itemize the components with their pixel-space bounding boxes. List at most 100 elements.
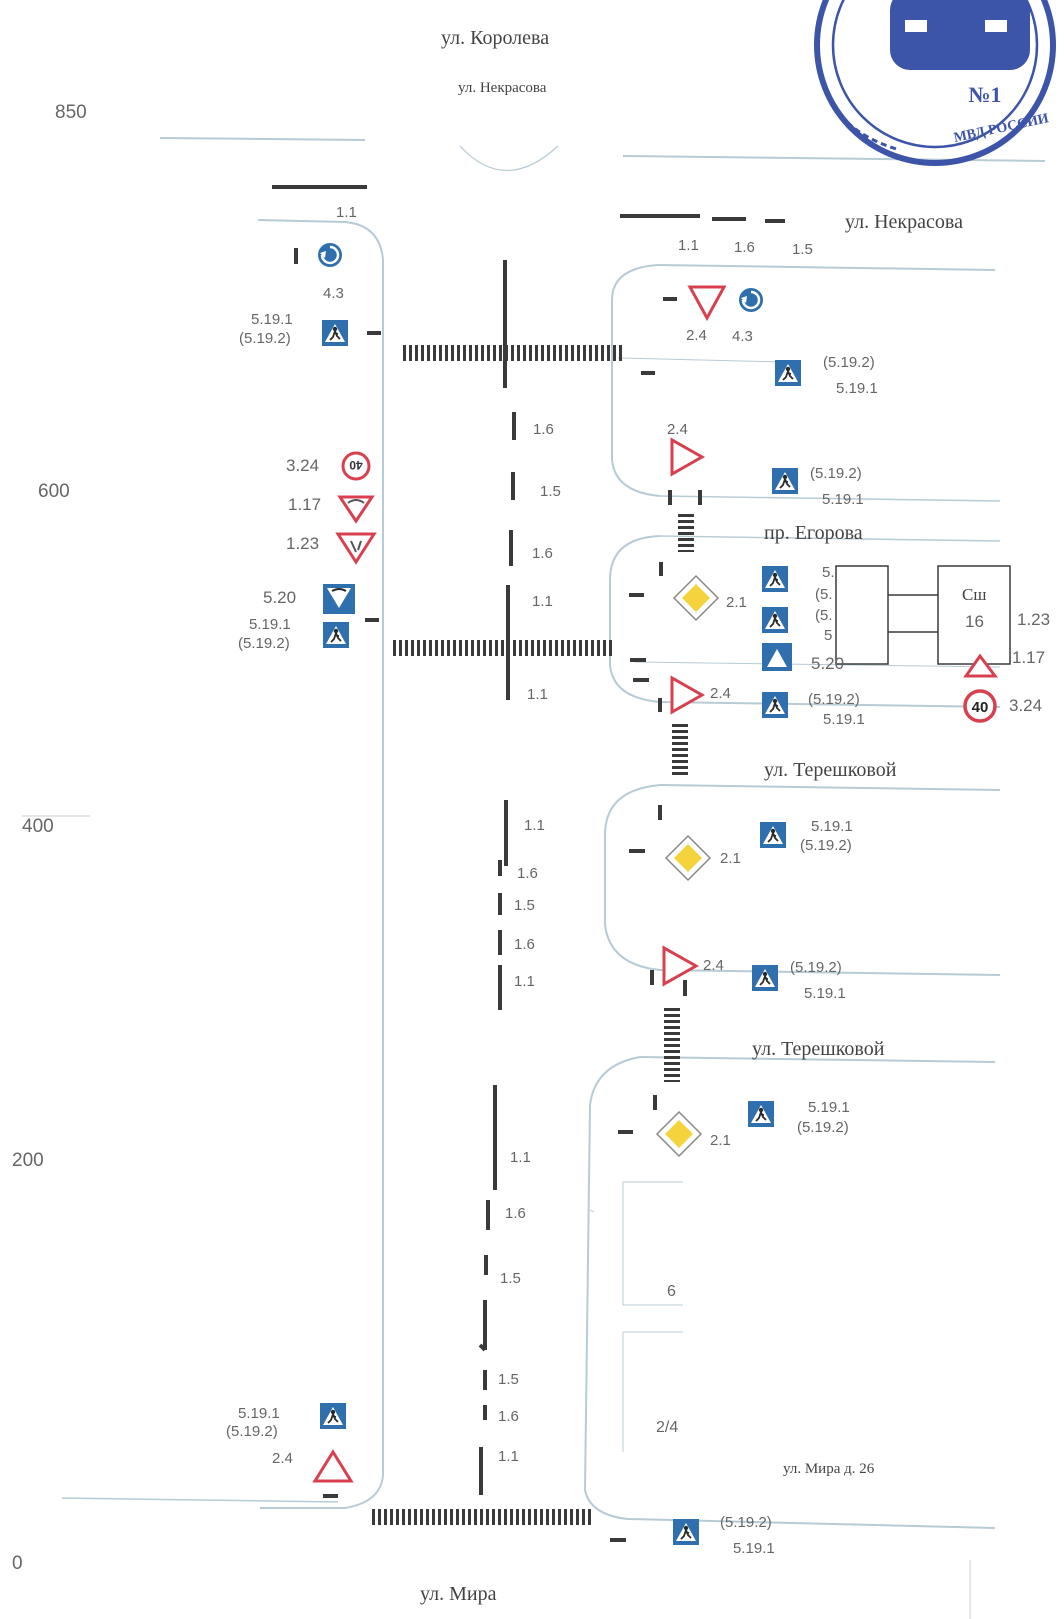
sign-label: (5.19.2) [790, 959, 842, 976]
chainage-600: 600 [38, 481, 70, 502]
marking-label: 1.5 [498, 1371, 519, 1388]
chainage-400: 400 [22, 816, 54, 837]
school-building [835, 565, 1011, 665]
pedestrian-crossing-sign-icon-11 [747, 1100, 775, 1128]
yield-sign-icon [312, 1449, 354, 1483]
marking-label: 1.5 [540, 483, 561, 500]
building-2-4: 2/4 [656, 1419, 679, 1436]
pedestrian-crossing-sign-icon-5 [771, 467, 799, 495]
sign-label: 2.4 [272, 1450, 293, 1467]
sign-label: 5 [824, 627, 833, 644]
give-way-sign-icon [687, 285, 727, 322]
speed-limit-value: 40 [972, 699, 989, 716]
marking-label: 1.1 [336, 204, 357, 221]
sign-label: 5.19.1 [822, 491, 864, 508]
children-sign-icon [335, 532, 377, 565]
yield-right-sign-icon [670, 437, 706, 477]
artificial-bump-sign-icon-2 [762, 643, 792, 671]
pedestrian-crossing-sign-icon-2 [322, 621, 350, 649]
police-stamp: №1 МВД РОССИИ [814, 0, 1056, 166]
sign-label: 3.24 [286, 456, 320, 475]
roundabout-sign-icon-2 [737, 286, 765, 314]
sign-label: 5.19.1 [238, 1405, 280, 1422]
sign-label: (5.19.2) [226, 1423, 278, 1440]
main-road-sign-icon-2 [665, 835, 711, 881]
street-name-koroleva: ул. Королева [441, 27, 550, 49]
sign-label: 1.17 [1012, 648, 1046, 667]
speed-limit-end-sign-icon: 40 [341, 451, 371, 481]
road-curbs [61, 137, 1046, 1529]
street-name-tereshkovoy-1: ул. Терешковой [764, 759, 897, 781]
sign-label: 4.3 [323, 285, 344, 302]
chainage-0: 0 [12, 1553, 23, 1574]
sign-label: (5.19.2) [720, 1514, 772, 1531]
speed-limit-sign-icon: 40 [963, 689, 997, 723]
marking-label: 1.6 [532, 545, 553, 562]
sign-label: 5.19.1 [804, 985, 846, 1002]
sign-label: (5.19.2) [238, 635, 290, 652]
pedestrian-crossing-sign-icon-4 [774, 359, 802, 387]
sign-label: 5.19.1 [733, 1540, 775, 1557]
sign-label: (5.19.2) [808, 691, 860, 708]
street-name-nekrasova-right: ул. Некрасова [845, 211, 963, 233]
sign-label: 2.4 [710, 685, 731, 702]
marking-label: 1.6 [517, 865, 538, 882]
street-name-egorova: пр. Егорова [764, 522, 863, 544]
chainage-200: 200 [12, 1150, 44, 1171]
sign-label: 5.20 [263, 588, 297, 607]
sign-label: 2.4 [686, 327, 707, 344]
map-specks [22, 815, 971, 1619]
marking-label: 1.6 [514, 936, 535, 953]
sign-label: 2.1 [726, 594, 747, 611]
sign-label: 1.17 [288, 495, 322, 514]
sign-label: (5.19.2) [810, 465, 862, 482]
street-name-mira: ул. Мира [420, 1583, 497, 1605]
pedestrian-crossing-sign-icon-10 [751, 964, 779, 992]
speed-bump-sign-icon [337, 495, 375, 524]
building-6: 6 [667, 1283, 676, 1300]
sign-label: 5.19.1 [811, 818, 853, 835]
sign-label: (5.19.2) [800, 837, 852, 854]
sign-label: 1.23 [1017, 610, 1051, 629]
sign-label: (5. [815, 586, 833, 603]
marking-label: 1.1 [498, 1448, 519, 1465]
pedestrian-crossing-sign-icon-12 [672, 1518, 700, 1546]
marking-label: 1.1 [514, 973, 535, 990]
roundabout-sign-icon [316, 241, 344, 269]
sign-label: 4.3 [732, 328, 753, 345]
pedestrian-crossing-sign-icon-6 [761, 565, 789, 593]
sign-label: 2.1 [720, 850, 741, 867]
sign-label: (5.19.2) [239, 330, 291, 347]
sign-label: 2.4 [667, 421, 688, 438]
sign-label: (5.19.2) [797, 1119, 849, 1136]
artificial-bump-sign-icon [323, 584, 355, 614]
sign-label: 5.19.1 [808, 1099, 850, 1116]
sign-label: 3.24 [1009, 696, 1043, 715]
pedestrian-crossing-sign-icon-7 [761, 606, 789, 634]
sign-label: 5. [822, 564, 835, 581]
sign-label: 5.19.1 [823, 711, 865, 728]
children-sign-icon-2 [963, 653, 998, 678]
house-label-mira-26: ул. Мира д. 26 [783, 1461, 875, 1477]
marking-label: 1.1 [510, 1149, 531, 1166]
sign-label: 5.20 [811, 654, 845, 673]
pedestrian-crossing-sign-icon-8 [761, 691, 789, 719]
marking-label: 1.5 [500, 1270, 521, 1287]
sign-label: (5.19.2) [823, 354, 875, 371]
street-name-nekrasova: ул. Некрасова [458, 80, 547, 96]
sign-label: (5. [815, 607, 833, 624]
marking-label: 1.6 [734, 239, 755, 256]
chainage-850: 850 [55, 102, 87, 123]
marking-label: 1.6 [533, 421, 554, 438]
sign-label: 5.19.1 [251, 311, 293, 328]
marking-label: 1.5 [514, 897, 535, 914]
sign-label: 5.19.1 [249, 616, 291, 633]
marking-label: 1.6 [498, 1408, 519, 1425]
yield-right-sign-icon-3 [662, 945, 700, 987]
marking-label: 1.1 [527, 686, 548, 703]
street-name-tereshkovoy-2: ул. Терешковой [752, 1038, 885, 1060]
sign-label: 1.23 [286, 534, 320, 553]
road-markings [272, 185, 785, 1542]
sign-label: 2.1 [710, 1132, 731, 1149]
yield-right-sign-icon-2 [670, 675, 706, 715]
